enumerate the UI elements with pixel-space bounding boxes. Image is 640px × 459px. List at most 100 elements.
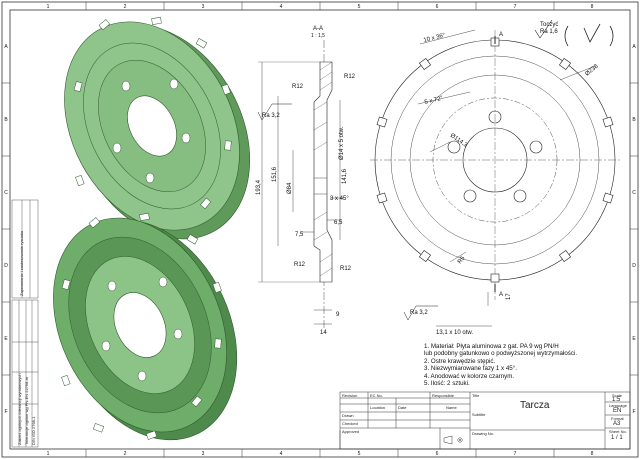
col-label-bottom-7: 7 bbox=[514, 451, 517, 457]
dim-75: 7,5 bbox=[295, 232, 304, 238]
front-view: A A 10 x 36° 5 x 72° Ø238 Ø114,3 R5 17 1… bbox=[370, 29, 620, 336]
side-text-1: Zakres ogólnych tolerancji wymiarowych bbox=[17, 373, 22, 445]
dim-84: Ø84 bbox=[287, 182, 293, 194]
row-label-right-e: E bbox=[632, 336, 636, 342]
tb-approved-label: Approved bbox=[342, 429, 360, 434]
col-label-2: 2 bbox=[124, 4, 127, 10]
tb-title-label: Title bbox=[472, 393, 480, 398]
row-label-c: C bbox=[4, 190, 8, 196]
title-block bbox=[339, 391, 631, 450]
tb-language-value: EN bbox=[613, 408, 622, 414]
iso-view-top bbox=[64, 16, 251, 241]
side-text-4: Zapewnienie i zastosowanie rysunku bbox=[19, 230, 24, 296]
row-label-right-f: F bbox=[632, 409, 635, 415]
tb-responsible-label: Responsible bbox=[432, 393, 455, 398]
row-label-a: A bbox=[4, 44, 8, 50]
dim-holes-angle: 5 x 72° bbox=[424, 95, 444, 106]
note-1: 1. Materiał: Płyta aluminowa z gat. PA 9… bbox=[424, 343, 559, 350]
section-mark-a-top: A bbox=[499, 32, 503, 38]
dim-238: Ø238 bbox=[584, 63, 600, 77]
dim-114: Ø114,3 bbox=[449, 133, 469, 149]
dim-r12-top1: R12 bbox=[344, 74, 356, 80]
dim-chamfer: 3 x 45° bbox=[330, 196, 349, 202]
col-label-bottom-2: 2 bbox=[124, 451, 127, 457]
dim-r5: R5 bbox=[457, 255, 467, 265]
note-2: 2. Ostre krawędzie stępić. bbox=[424, 357, 496, 365]
tb-date-label: Date bbox=[398, 405, 407, 410]
col-label-bottom-8: 8 bbox=[591, 451, 594, 457]
col-label-bottom-3: 3 bbox=[202, 451, 205, 457]
row-label-d: D bbox=[4, 263, 8, 269]
tb-format-value: A3 bbox=[613, 421, 621, 427]
column-markers-top: 1 2 3 4 5 6 7 8 bbox=[47, 2, 594, 10]
col-label-7: 7 bbox=[514, 4, 517, 10]
section-roughness: Ra 3,2 bbox=[262, 113, 280, 119]
drawing-title: Tarcza bbox=[520, 400, 550, 411]
col-label-6: 6 bbox=[436, 4, 439, 10]
col-label-bottom-6: 6 bbox=[436, 451, 439, 457]
section-title: A-A bbox=[313, 26, 323, 32]
dim-r12-bot1: R12 bbox=[294, 262, 306, 268]
note-4: 4. Anodować w kolorze czarnym. bbox=[424, 372, 515, 380]
dim-17: 17 bbox=[506, 293, 512, 300]
tolerance-table bbox=[11, 199, 39, 448]
note-1-cont: lub podobny gatunkowo o podwyższonej wyt… bbox=[424, 350, 578, 358]
tb-scale-label: Scale bbox=[612, 393, 623, 398]
dim-r12-bot2: R12 bbox=[340, 266, 352, 272]
tb-sheet-label: Sheet No. bbox=[609, 429, 627, 434]
row-label-right-b: B bbox=[632, 117, 636, 123]
row-label-right-d: D bbox=[632, 263, 636, 269]
col-label-8: 8 bbox=[591, 4, 594, 10]
roughness-label: Toczyć bbox=[540, 22, 558, 28]
tb-ecno-label: EC No. bbox=[370, 393, 383, 398]
dim-65: 6,5 bbox=[334, 220, 343, 226]
dim-slots-angle: 10 x 36° bbox=[423, 33, 446, 44]
dim-r12-top2: R12 bbox=[292, 84, 304, 90]
roughness-value: Ra 1,6 bbox=[540, 29, 558, 35]
tb-name-label: Name bbox=[446, 405, 457, 410]
row-label-f: F bbox=[4, 409, 7, 415]
tb-language-label: Language bbox=[609, 403, 627, 408]
dim-14: 14 bbox=[320, 330, 327, 336]
tb-scale-value: 1:5 bbox=[612, 397, 621, 403]
general-roughness: Toczyć Ra 1,6 bbox=[534, 19, 614, 47]
col-label-3: 3 bbox=[202, 4, 205, 10]
dim-193: 193,4 bbox=[256, 179, 262, 195]
tb-revision-label: Revision bbox=[342, 393, 358, 398]
note-3: 3. Niezwymiarowane fazy 1 x 45°. bbox=[424, 365, 517, 373]
row-label-right-a: A bbox=[632, 44, 636, 50]
side-text-3: DIN ISO 2768-1 bbox=[31, 416, 36, 445]
section-scale: 1 : 1,5 bbox=[311, 33, 325, 39]
tb-drawn-label: Drawn bbox=[342, 413, 354, 418]
section-view: A-A 1 : 1,5 R12 R12 R12 R12 193,4 151,6 bbox=[256, 26, 356, 336]
col-label-bottom-5: 5 bbox=[358, 451, 361, 457]
dim-151: 151,6 bbox=[272, 166, 278, 182]
tb-subtitle-label: Subtitle bbox=[472, 412, 486, 417]
col-label-1: 1 bbox=[47, 4, 50, 10]
row-label-e: E bbox=[4, 336, 8, 342]
dim-holes: Ø14 x 5 otw. bbox=[339, 126, 345, 160]
row-markers: A B C D E F A B C D E F bbox=[2, 44, 638, 415]
note-5: 5. Ilość: 2 sztuki. bbox=[424, 380, 470, 388]
dim-141: 141,6 bbox=[342, 168, 348, 184]
tb-location-label: Location bbox=[370, 405, 386, 410]
front-roughness: Ra 3,2 bbox=[410, 310, 428, 316]
col-label-bottom-1: 1 bbox=[47, 451, 50, 457]
tb-sheet-value: 1 / 1 bbox=[611, 435, 623, 441]
dim-slot-width: 13,1 x 10 otw. bbox=[436, 330, 473, 336]
tb-drawing-no-label: Drawing No. bbox=[472, 431, 495, 436]
col-label-5: 5 bbox=[358, 4, 361, 10]
col-label-4: 4 bbox=[280, 4, 283, 10]
tb-format-label: Format bbox=[611, 416, 624, 421]
iso-view-bottom bbox=[53, 212, 238, 441]
side-text-2: Tolerancje ogólne wg PN-EN 22768-m bbox=[24, 376, 29, 445]
section-mark-a-bottom: A bbox=[499, 292, 503, 298]
row-label-right-c: C bbox=[632, 190, 636, 196]
tb-checked-label: Checked bbox=[342, 421, 358, 426]
row-label-b: B bbox=[4, 117, 8, 123]
technical-notes: 1. Materiał: Płyta aluminowa z gat. PA 9… bbox=[424, 343, 577, 387]
dim-9: 9 bbox=[336, 312, 340, 318]
column-markers-bottom: 1 2 3 4 5 6 7 8 bbox=[47, 449, 594, 457]
col-label-bottom-4: 4 bbox=[280, 451, 283, 457]
